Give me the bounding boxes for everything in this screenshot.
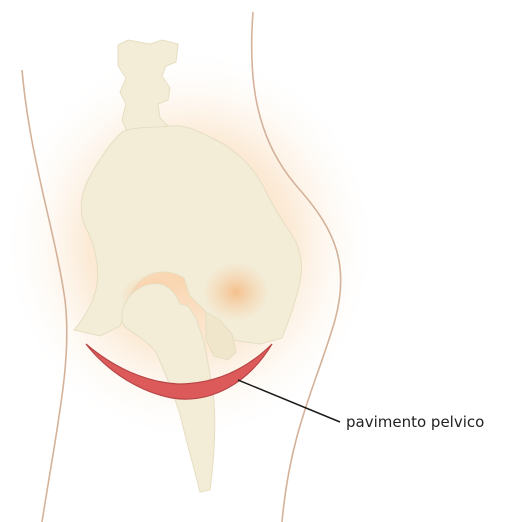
hip-socket-glow	[202, 262, 270, 322]
pelvic-floor-label: pavimento pelvico	[346, 412, 484, 432]
